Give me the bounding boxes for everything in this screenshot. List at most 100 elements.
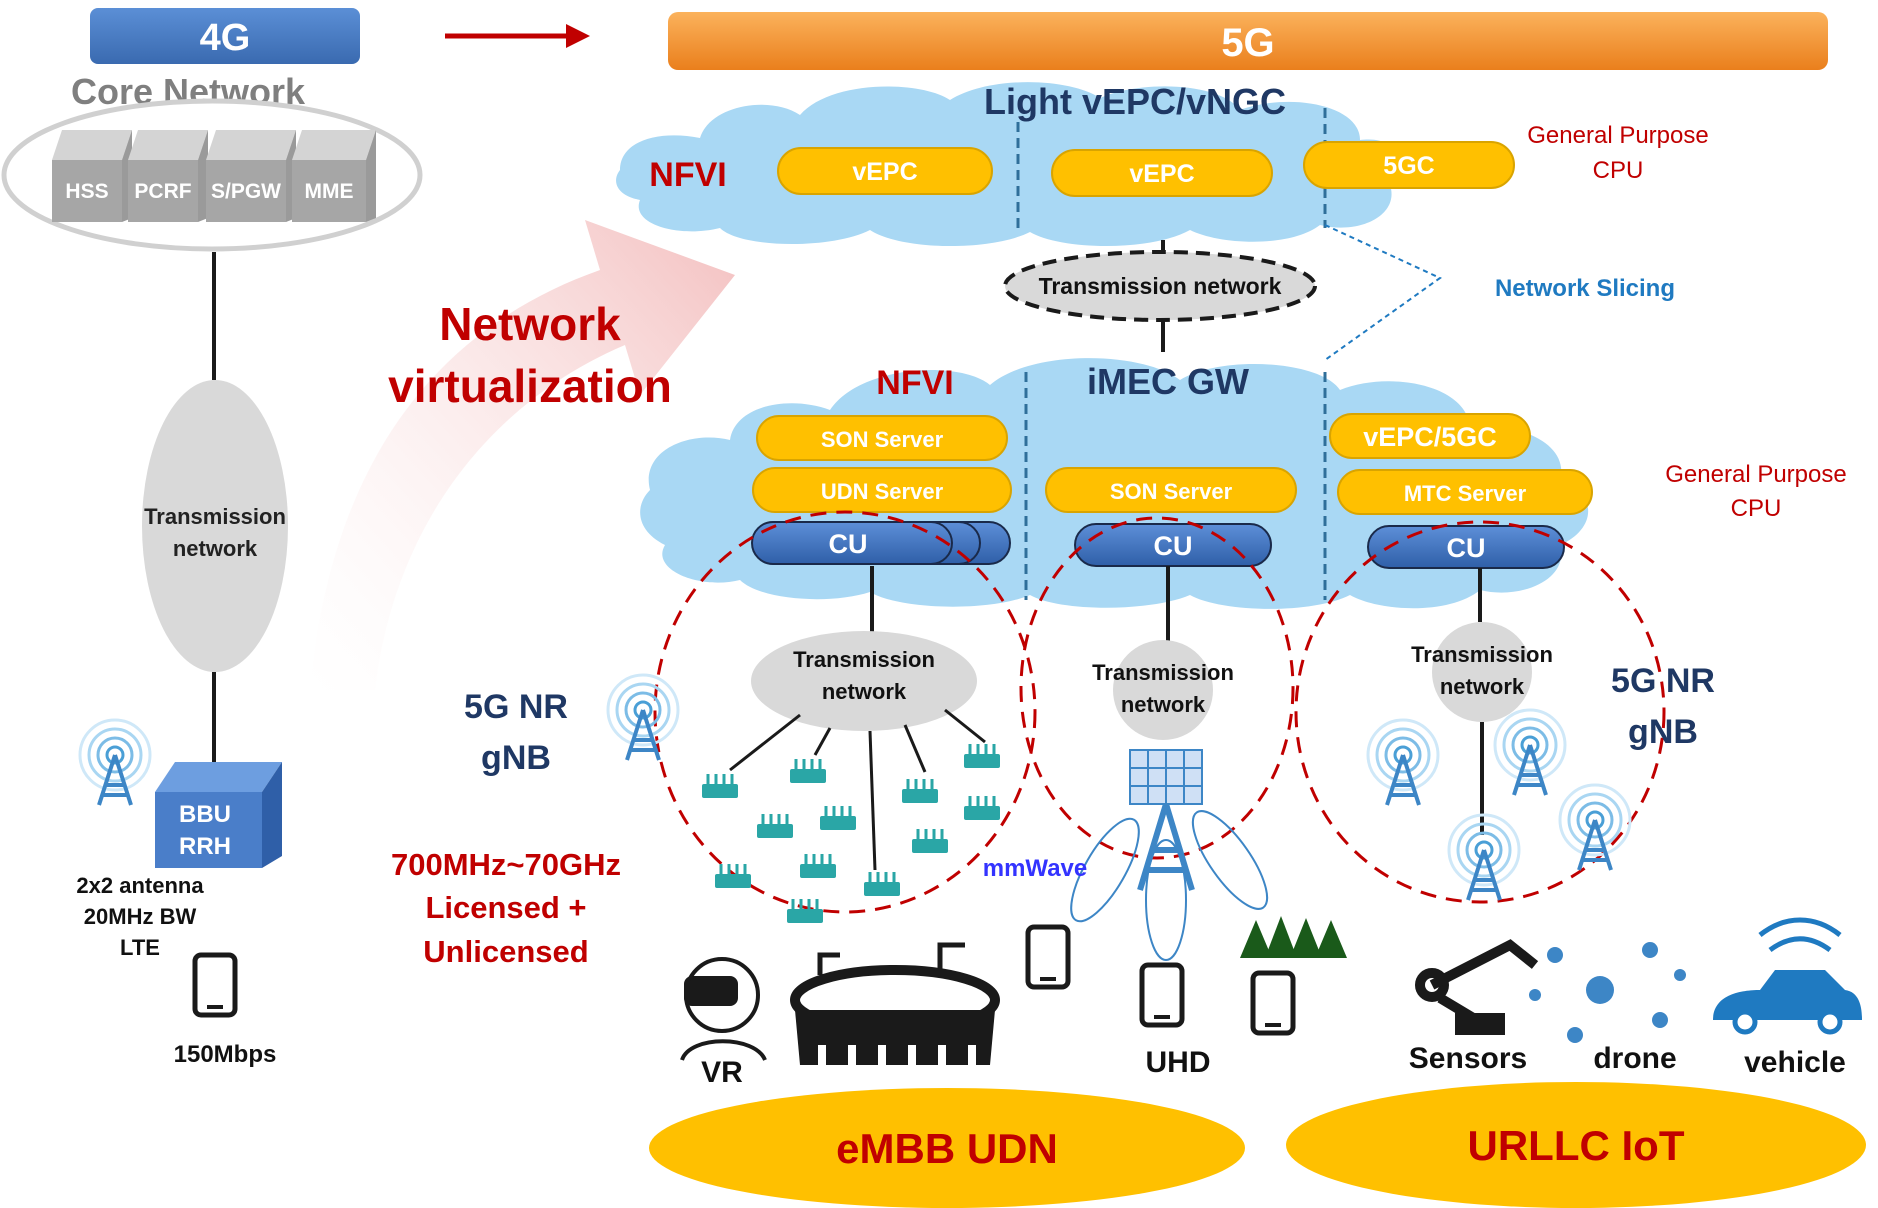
spectrum-label: Unlicensed [423, 934, 588, 969]
general-purpose-cpu-edge: General Purpose [1665, 461, 1846, 488]
core-cloud [616, 82, 1400, 247]
general-purpose-cpu-edge: CPU [1731, 495, 1782, 522]
coverage-circle-mmwave [1019, 516, 1295, 860]
sensors-label: Sensors [1409, 1042, 1527, 1075]
gnb-tower-icon [1558, 783, 1632, 872]
core-box-mme: MME [292, 130, 376, 222]
core-box-spgw: S/PGW [206, 130, 296, 222]
vepc-pill-label: vEPC [1129, 160, 1194, 188]
son-server-label: SON Server [1110, 479, 1233, 504]
4g-header-label: 4G [200, 17, 251, 59]
vr-headset-icon [680, 957, 767, 1062]
gnb-left-label: 5G NR [464, 688, 568, 726]
edge-transmission-mid [1113, 640, 1213, 740]
gnb-right-label: 5G NR [1611, 662, 1715, 700]
core-box-label: HSS [65, 180, 108, 203]
urllc-iot-ellipse [1286, 1082, 1866, 1208]
vepc-5gc-pill [1329, 413, 1531, 459]
spectrum-label: 700MHz~70GHz [391, 847, 621, 882]
4g-spec-lte: LTE [120, 935, 160, 960]
edge-transmission-label: network [1440, 674, 1525, 699]
mtc-server-label: MTC Server [1404, 481, 1527, 506]
general-purpose-cpu-top: CPU [1593, 157, 1644, 184]
spectrum-label: Licensed + [425, 890, 586, 925]
4g-phone-icon [195, 955, 235, 1015]
core-box-hss: HSS [52, 130, 132, 222]
phone-icon [1028, 927, 1068, 987]
4g-transmission-label: network [173, 536, 258, 561]
bbu-label: BBU [179, 801, 231, 828]
5g-section: 5G Light vEPC/vNGC NFVI vEPC vEPC 5GC Ge… [391, 12, 1866, 1208]
coverage-circle-embb [653, 510, 1037, 914]
embb-udn-label: eMBB UDN [836, 1125, 1058, 1172]
edge-transmission-label: network [1121, 692, 1206, 717]
vepc-pill [777, 147, 993, 195]
robot-arm-icon [1415, 939, 1539, 1035]
vepc-pill [1051, 149, 1273, 197]
general-purpose-cpu-top: General Purpose [1527, 122, 1708, 149]
cu-mid: CU [1074, 523, 1272, 567]
son-server-pill [756, 415, 1008, 461]
trees-icon [1240, 916, 1347, 958]
5g-header [668, 12, 1828, 70]
4g-tower-icon [78, 718, 152, 807]
light-vepc-title: Light vEPC/vNGC [984, 81, 1286, 122]
stadium-icon [790, 942, 1000, 1065]
core-box-pcrf: PCRF [128, 130, 208, 222]
core-box-label: MME [305, 180, 354, 203]
4g-spec-antenna: 2x2 antenna [76, 873, 204, 898]
drone-icon [1529, 942, 1686, 1043]
phone-icon [1253, 973, 1293, 1033]
embb-udn-ellipse [649, 1088, 1245, 1208]
udn-server-label: UDN Server [821, 479, 944, 504]
nfvi-top-label: NFVI [649, 156, 726, 194]
uhd-label: UHD [1146, 1046, 1211, 1079]
network-slicing-label: Network Slicing [1495, 275, 1675, 302]
gnb-left-label: gNB [481, 739, 551, 777]
cu-right: CU [1367, 525, 1565, 569]
virtualization-label: Network [439, 298, 621, 350]
edge-transmission-left [751, 631, 977, 731]
network-slicing-bracket [1324, 224, 1442, 361]
cu-stack-left: CU [751, 521, 1011, 565]
cu-label: CU [1154, 531, 1193, 561]
vepc-5gc-label: vEPC/5GC [1363, 422, 1497, 452]
evolution-arrow-head [566, 24, 590, 48]
bbu-rrh-box: BBU RRH [155, 762, 282, 868]
gnb-tower-icon [1493, 708, 1567, 797]
drone-label: drone [1593, 1042, 1676, 1075]
4g-transmission-ellipse [142, 380, 288, 672]
4g-rate: 150Mbps [174, 1041, 277, 1068]
son-server-pill [1045, 467, 1297, 513]
edge-transmission-label: network [822, 679, 907, 704]
4g-transmission-label: Transmission [144, 504, 286, 529]
core-transmission-ellipse [1003, 250, 1317, 322]
4g-header [90, 8, 360, 64]
gnb-tower-icon [1366, 718, 1440, 807]
small-cells [700, 742, 1002, 925]
5g-header-label: 5G [1221, 21, 1274, 65]
transition: Network virtualization [310, 24, 735, 690]
phone-icon [1142, 965, 1182, 1025]
cu-label: CU [829, 529, 868, 559]
coverage-circle-urllc [1294, 520, 1666, 904]
vepc-pill-label: vEPC [852, 158, 917, 186]
4g-section: 4G Core Network HSS PCRF S/PGW MME [1, 8, 423, 1068]
son-server-label: SON Server [821, 427, 944, 452]
vehicle-icon [1713, 917, 1862, 1035]
edge-transmission-label: Transmission [1092, 660, 1234, 685]
virtualization-arrow [310, 220, 735, 690]
gnb-right-label: gNB [1628, 713, 1698, 751]
mtc-server-pill [1337, 469, 1593, 515]
edge-transmission-right [1432, 622, 1532, 722]
core-box-label: S/PGW [211, 180, 281, 203]
5gc-pill-label: 5GC [1383, 152, 1434, 180]
urllc-iot-label: URLLC IoT [1468, 1122, 1685, 1169]
edge-transmission-label: Transmission [793, 647, 935, 672]
imec-gw-label: iMEC GW [1087, 361, 1249, 402]
nfvi-edge-label: NFVI [876, 364, 953, 402]
virtualization-label: virtualization [388, 360, 672, 412]
edge-transmission-label: Transmission [1411, 642, 1553, 667]
cu-label: CU [1447, 533, 1486, 563]
